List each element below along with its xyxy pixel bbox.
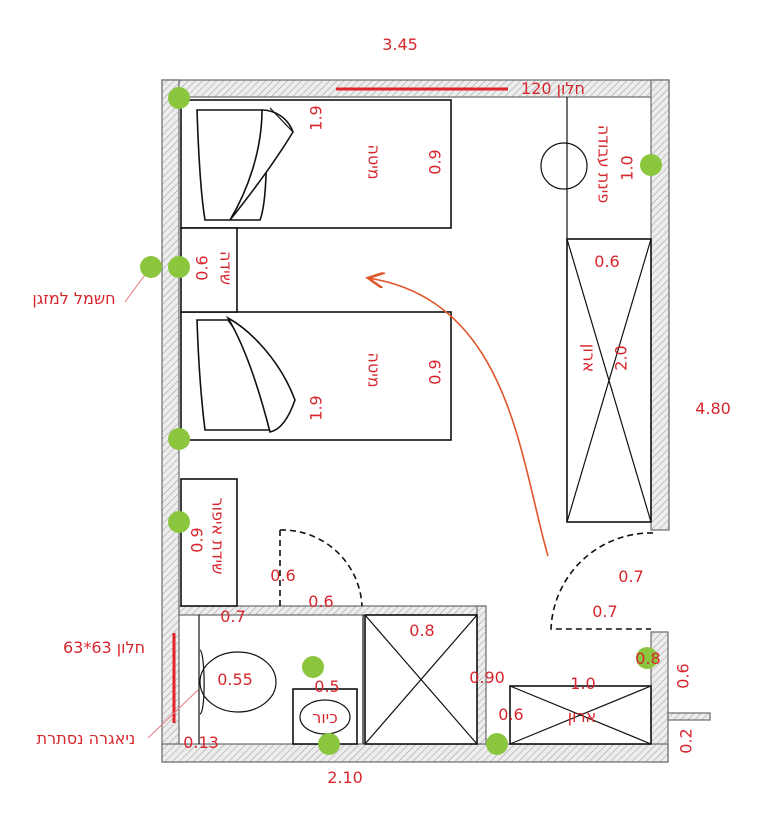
- wardrobe: [566, 238, 652, 523]
- bed-1-width: 0.9: [426, 149, 445, 174]
- bed-1-length: 1.9: [307, 105, 326, 130]
- bed-2-width: 0.9: [426, 359, 445, 384]
- makeup-table: [180, 478, 238, 607]
- bathroom-edge-label: 0.7: [220, 607, 245, 626]
- window-side-label: חלון 63*63: [63, 638, 145, 657]
- wardrobe-depth: 0.6: [594, 252, 619, 271]
- shower-size: 0.8: [409, 621, 434, 640]
- entry-door-width-a: 0.7: [618, 567, 643, 586]
- wall-stub-right: [667, 712, 711, 721]
- bathroom-depth: 0.90: [469, 668, 505, 687]
- outlet-dot: [168, 87, 190, 109]
- work-corner-size: 1.0: [618, 155, 637, 180]
- wall-right-upper: [650, 79, 670, 531]
- bathroom: [198, 614, 478, 745]
- outlet-dot: [168, 428, 190, 450]
- toilet-size: 0.55: [217, 670, 253, 689]
- window-top-label: חלון 120: [521, 79, 585, 98]
- walls: [161, 79, 711, 763]
- bed-1-label: מיטה: [365, 144, 384, 179]
- nightstand-size: 0.6: [193, 255, 212, 280]
- dim-right-height: 4.80: [695, 399, 731, 418]
- small-wardrobe-label: ארון: [568, 707, 596, 726]
- sink-size: 0.5: [314, 677, 339, 696]
- outlet-dot: [302, 656, 324, 678]
- makeup-table-label: שידת איפור: [209, 498, 228, 575]
- ac-power-label: חשמל למזגן: [32, 289, 115, 308]
- small-wardrobe: [509, 685, 652, 745]
- makeup-table-size: 0.9: [188, 527, 207, 552]
- nightstand: [180, 227, 238, 313]
- bathroom-door: [279, 529, 363, 607]
- bed-2-label: מיטה: [365, 352, 384, 387]
- outlet-dot: [140, 256, 162, 278]
- work-corner: [540, 97, 588, 239]
- walk-path-arrow: [368, 278, 549, 557]
- wall-left: [161, 79, 180, 763]
- sink-label: כיור: [312, 708, 337, 727]
- bed-1: [180, 99, 452, 229]
- side-bottom-label: 0.2: [677, 728, 696, 753]
- bed-2: [180, 311, 452, 441]
- flush-leader: [147, 689, 199, 739]
- bathroom-door-width-a: 0.6: [270, 566, 295, 585]
- small-wardrobe-length: 1.0: [570, 674, 595, 693]
- outlet-dot: [640, 154, 662, 176]
- nightstand-label: שידה: [217, 251, 236, 285]
- dim-top-width: 3.45: [382, 35, 418, 54]
- hidden-flush-label: ניאגרה נסתרת: [37, 729, 136, 748]
- outlet-dot: [168, 511, 190, 533]
- bathroom-bottom-left: 0.13: [183, 733, 219, 752]
- work-corner-label: פינת עבודה: [595, 125, 614, 203]
- bathroom-door-width-b: 0.6: [308, 592, 333, 611]
- wardrobe-length: 2.0: [612, 345, 631, 370]
- dim-bottom-width: 2.10: [327, 768, 363, 787]
- small-wardrobe-depth: 0.6: [498, 705, 523, 724]
- wardrobe-label: ארון: [580, 344, 599, 372]
- electrical-outlets: [140, 87, 662, 755]
- outlet-dot: [318, 733, 340, 755]
- entry-door: [550, 532, 654, 630]
- entry-door-width-b: 0.7: [592, 602, 617, 621]
- side-right-label: 0.6: [674, 663, 693, 688]
- outlet-dot: [636, 647, 658, 669]
- outlet-dot: [486, 733, 508, 755]
- shower: [364, 614, 478, 745]
- bed-2-length: 1.9: [307, 395, 326, 420]
- outlet-dot: [168, 256, 190, 278]
- wall-bottom: [161, 743, 669, 763]
- side-small-label: 0.8: [635, 649, 660, 668]
